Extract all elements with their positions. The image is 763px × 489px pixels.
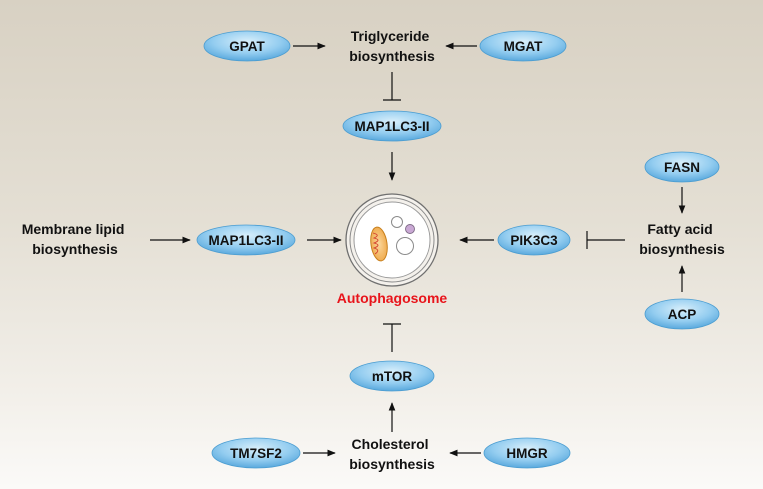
pill-map1lc3-top[interactable]: MAP1LC3-II	[342, 110, 442, 142]
pill-gpat[interactable]: GPAT	[203, 30, 291, 62]
process-fatty-acid-label: Fatty acid biosynthesis	[639, 221, 725, 257]
process-triglyceride-line1: Triglyceride	[351, 28, 430, 44]
edge-mtor-inhibits-autophagosome	[383, 323, 401, 352]
autophagosome-label: Autophagosome	[337, 290, 448, 306]
pill-hmgr[interactable]: HMGR	[483, 437, 571, 469]
process-membrane-line1: Membrane lipid	[22, 221, 125, 237]
vesicle-large-icon	[396, 237, 414, 255]
process-cholesterol-label: Cholesterol biosynthesis	[349, 436, 435, 472]
process-cholesterol-line2: biosynthesis	[349, 456, 435, 472]
edges	[150, 42, 686, 457]
pill-gpat-label: GPAT	[229, 39, 265, 54]
process-membrane-label: Membrane lipid biosynthesis	[22, 221, 129, 257]
pill-fasn[interactable]: FASN	[644, 151, 720, 183]
vesicle-purple-icon	[405, 224, 415, 234]
pill-acp-label: ACP	[668, 307, 697, 322]
vesicle-small-icon	[391, 216, 403, 228]
process-triglyceride-line2: biosynthesis	[349, 48, 435, 64]
process-fatty-acid-line1: Fatty acid	[647, 221, 712, 237]
pill-tm7sf2-label: TM7SF2	[230, 446, 282, 461]
pill-pik3c3-label: PIK3C3	[510, 233, 558, 248]
mitochondrion-icon	[370, 226, 388, 262]
pill-mtor-label: mTOR	[372, 369, 413, 384]
edge-triglyceride-inhibits-map1lc3	[383, 72, 401, 101]
pill-tm7sf2[interactable]: TM7SF2	[211, 437, 301, 469]
pill-map1lc3-left-label: MAP1LC3-II	[208, 233, 283, 248]
pill-pik3c3[interactable]: PIK3C3	[497, 224, 571, 256]
pill-fasn-label: FASN	[664, 160, 700, 175]
process-membrane-line2: biosynthesis	[32, 241, 118, 257]
edge-fatty-acid-inhibits-pik3c3	[586, 231, 625, 249]
process-cholesterol-line1: Cholesterol	[352, 436, 429, 452]
pill-mtor[interactable]: mTOR	[349, 360, 435, 392]
pill-hmgr-label: HMGR	[506, 446, 547, 461]
process-triglyceride-label: Triglyceride biosynthesis	[349, 28, 435, 64]
pill-map1lc3-left[interactable]: MAP1LC3-II	[196, 224, 296, 256]
pill-mgat-label: MGAT	[504, 39, 543, 54]
pill-map1lc3-top-label: MAP1LC3-II	[354, 119, 429, 134]
autophagosome-graphic[interactable]	[345, 193, 439, 287]
process-fatty-acid-line2: biosynthesis	[639, 241, 725, 257]
pill-acp[interactable]: ACP	[644, 298, 720, 330]
pill-mgat[interactable]: MGAT	[479, 30, 567, 62]
